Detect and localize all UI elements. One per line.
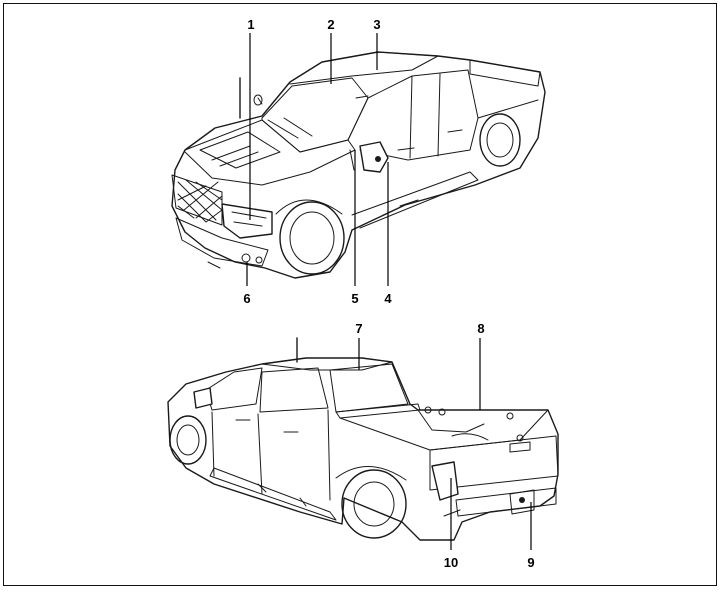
truck-front-view	[172, 52, 545, 278]
callout-9: 9	[527, 556, 534, 569]
callout-2: 2	[327, 18, 334, 31]
callout-7: 7	[355, 322, 362, 335]
truck-rear-view	[168, 338, 558, 540]
callout-4: 4	[384, 292, 391, 305]
callout-10: 10	[444, 556, 458, 569]
callout-1: 1	[247, 18, 254, 31]
callout-5: 5	[351, 292, 358, 305]
callout-3: 3	[373, 18, 380, 31]
callout-6: 6	[243, 292, 250, 305]
callout-8: 8	[477, 322, 484, 335]
